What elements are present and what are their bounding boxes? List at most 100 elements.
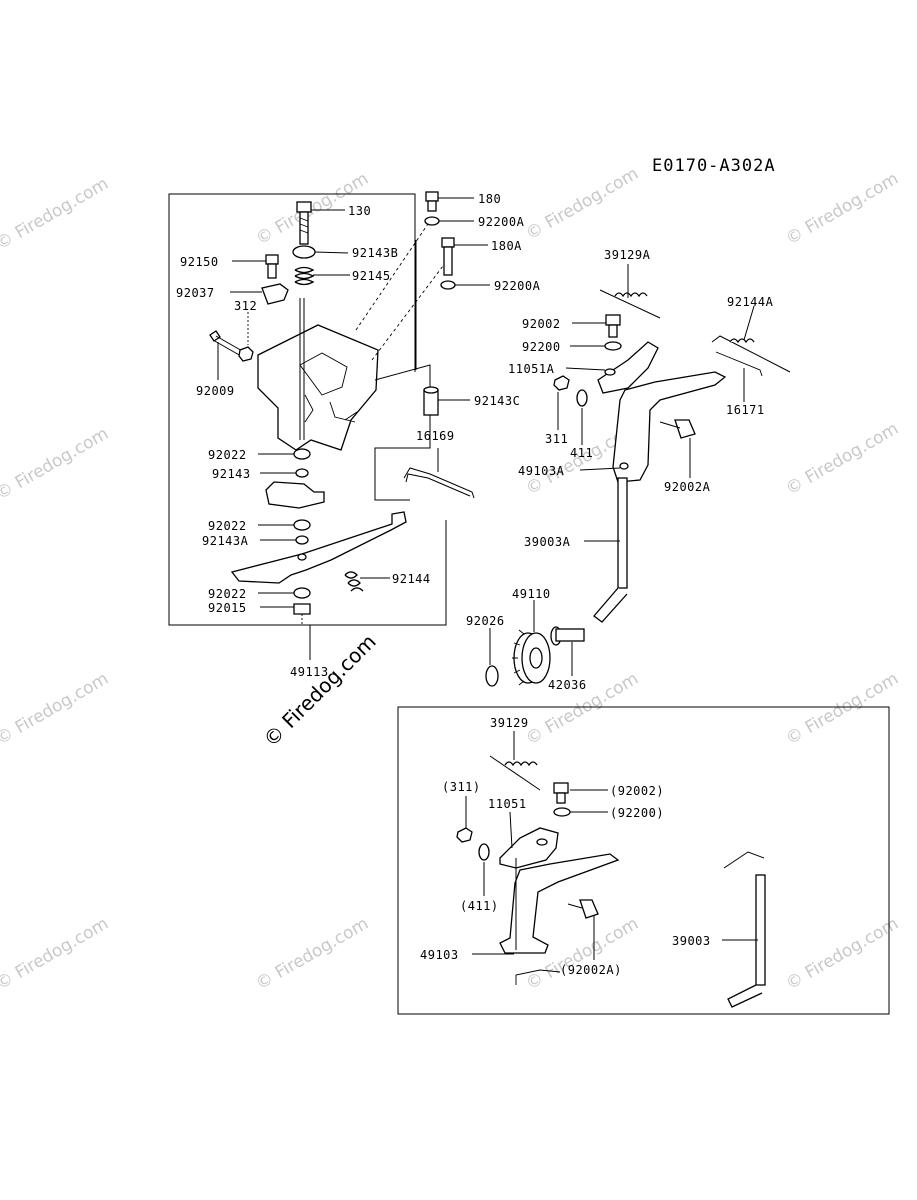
nut-311 <box>553 375 570 391</box>
nut-311-alt <box>456 827 473 843</box>
label-92022-2: 92022 <box>208 519 247 533</box>
label-92200-alt: (92200) <box>610 806 664 820</box>
governor-bracket-group <box>168 191 475 626</box>
diagram-code: E0170-A302A <box>652 156 776 176</box>
label-49110: 49110 <box>512 587 551 601</box>
svg-text:© Firedog.com: © Firedog.com <box>783 169 902 250</box>
watermark-main: © Firedog.com <box>259 629 381 751</box>
svg-text:© Firedog.com: © Firedog.com <box>0 669 112 750</box>
plate-clip <box>265 481 325 509</box>
label-11051: 11051 <box>488 797 527 811</box>
label-311-alt: (311) <box>442 780 481 794</box>
washer-92026 <box>485 665 499 687</box>
rod-39003 <box>723 851 766 1008</box>
washer-92200A-1 <box>424 216 440 226</box>
washer-92200A-2 <box>440 280 456 290</box>
label-49103A: 49103A <box>518 464 565 478</box>
label-92200A-2: 92200A <box>494 279 541 293</box>
label-11051A: 11051A <box>508 362 555 376</box>
nut-92143A <box>295 535 309 545</box>
gear-49110 <box>512 629 551 686</box>
bolt-180 <box>425 191 439 212</box>
washer-92022-2 <box>293 519 311 531</box>
washer-92200-alt <box>553 807 571 817</box>
label-92015: 92015 <box>208 601 247 615</box>
label-411: 411 <box>570 446 593 460</box>
lever-49103 <box>499 853 620 954</box>
label-92002A-alt: (92002A) <box>560 963 622 977</box>
leader-lines-bottom <box>465 731 758 960</box>
label-92002: 92002 <box>522 317 561 331</box>
bolt-92150 <box>265 254 279 279</box>
governor-lever <box>230 511 407 584</box>
washer-411-alt <box>478 843 490 861</box>
svg-text:© Firedog.com: © Firedog.com <box>0 174 112 255</box>
bracket-main <box>257 324 379 451</box>
label-180A: 180A <box>491 239 522 253</box>
label-92143C: 92143C <box>474 394 520 408</box>
label-39003A: 39003A <box>524 535 571 549</box>
lever-11051A <box>597 341 659 394</box>
label-130: 130 <box>348 204 371 218</box>
label-180: 180 <box>478 192 501 206</box>
label-92002-alt: (92002) <box>610 784 664 798</box>
spring-92144 <box>344 571 364 592</box>
label-311: 311 <box>545 432 568 446</box>
bolt-92002A-alt <box>567 899 599 919</box>
svg-text:© Firedog.com: © Firedog.com <box>783 419 902 500</box>
label-92026: 92026 <box>466 614 505 628</box>
label-92145: 92145 <box>352 269 391 283</box>
spring-92144A <box>711 335 791 377</box>
svg-text:© Firedog.com: © Firedog.com <box>783 669 902 750</box>
label-92022-1: 92022 <box>208 448 247 462</box>
washer-92143B <box>292 245 316 259</box>
washer-92022-1 <box>293 448 311 460</box>
rod-16169 <box>403 467 475 499</box>
label-92150: 92150 <box>180 255 219 269</box>
bolt-92002 <box>605 314 621 338</box>
label-92143B: 92143B <box>352 246 398 260</box>
svg-text:© Firedog.com: © Firedog.com <box>253 914 372 995</box>
control-lever-group <box>485 289 791 687</box>
label-92200: 92200 <box>522 340 561 354</box>
washer-92200 <box>604 341 622 351</box>
label-92200A-1: 92200A <box>478 215 525 229</box>
plate-92037 <box>261 283 289 305</box>
washer-92022-3 <box>293 587 311 599</box>
nut-92143 <box>295 468 309 478</box>
washer-411 <box>576 389 588 407</box>
label-39129: 39129 <box>490 716 529 730</box>
label-92143A: 92143A <box>202 534 249 548</box>
label-92002A: 92002A <box>664 480 711 494</box>
label-411-alt: (411) <box>460 899 499 913</box>
spring-92145 <box>294 266 315 286</box>
label-16171: 16171 <box>726 403 765 417</box>
nut-92015 <box>293 603 311 615</box>
label-49113: 49113 <box>290 665 329 679</box>
svg-text:© Firedog.com: © Firedog.com <box>783 914 902 995</box>
spring-39129 <box>489 755 541 791</box>
leader-lines-left <box>217 197 490 660</box>
svg-text:© Firedog.com: © Firedog.com <box>523 914 642 995</box>
bolt-92002A <box>659 419 696 439</box>
bolt-92002-alt <box>553 782 569 804</box>
spring-39129A <box>599 289 661 319</box>
svg-text:© Firedog.com: © Firedog.com <box>0 914 112 995</box>
label-49103: 49103 <box>420 948 459 962</box>
shaft-42036 <box>550 626 585 646</box>
label-92143: 92143 <box>212 467 251 481</box>
collar-92143C <box>423 389 439 416</box>
label-92144: 92144 <box>392 572 431 586</box>
bolt-92009 <box>209 330 245 357</box>
label-92022-3: 92022 <box>208 587 247 601</box>
bolt-130 <box>296 201 312 245</box>
leader-lines-right <box>489 264 755 676</box>
label-16169: 16169 <box>416 429 455 443</box>
part-labels: 130 180 92200A 180A 92143B 92200A 92145 … <box>176 192 773 977</box>
rod-39003A <box>593 477 628 623</box>
svg-text:© Firedog.com: © Firedog.com <box>0 424 112 505</box>
alternate-lever-group <box>397 706 890 1015</box>
svg-text:© Firedog.com: © Firedog.com <box>523 164 642 245</box>
nut-312 <box>238 346 254 362</box>
